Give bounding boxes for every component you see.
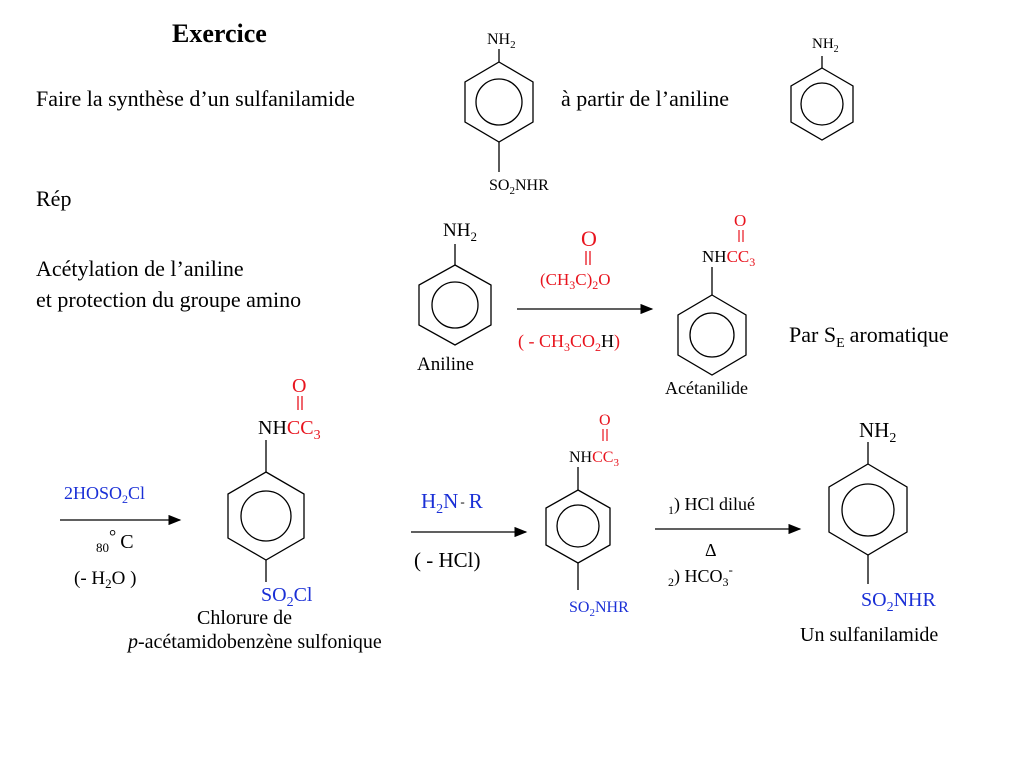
benzene-ring-inner — [800, 82, 844, 126]
amino-group: NH2 — [443, 220, 477, 244]
sulfonyl-chloride-group: SO2Cl — [261, 584, 313, 610]
acetyl-oxygen: O — [734, 211, 746, 230]
acetamido-group: NHCC3 — [569, 449, 619, 469]
step1-line2: et protection du groupe amino — [36, 287, 301, 312]
acetamido-group: NHCC3 — [258, 417, 321, 443]
carbonyl-oxygen: O — [581, 226, 597, 251]
question-text-start: Faire la synthèse d’un sulfanilamide — [36, 86, 355, 111]
benzene-ring-inner — [431, 281, 479, 329]
benzene-ring-inner — [689, 312, 735, 358]
acetanilide-label: Acétanilide — [665, 378, 748, 398]
sulfonamide-group: SO2NHR — [569, 599, 629, 619]
sulfanilamide-structure-question: NH2 SO2NHR — [464, 31, 549, 197]
sulfonamide-group: SO2NHR — [861, 589, 936, 615]
answer-label: Rép — [36, 186, 71, 211]
reagent-acetic-anhydride: O (CH3C)2O — [540, 226, 611, 292]
anhydride-formula: (CH3C)2O — [540, 270, 611, 292]
deprotection-step2: 2) HCO3- — [668, 562, 733, 589]
aniline-structure-question: NH2 — [790, 36, 854, 141]
aniline-structure: NH2 Aniline — [417, 220, 492, 375]
sulfanilamide-label: Un sulfanilamide — [800, 624, 938, 646]
question-text-end: à partir de l’aniline — [561, 86, 729, 111]
benzene-ring — [418, 264, 492, 346]
benzene-ring — [677, 294, 747, 376]
chlorure-label-line1: Chlorure de — [197, 607, 292, 629]
heat-symbol: Δ — [705, 540, 717, 560]
amino-group: NH2 — [487, 31, 516, 51]
benzene-ring — [545, 489, 611, 564]
acetyl-oxygen: O — [292, 375, 306, 397]
benzene-ring-inner — [475, 78, 523, 126]
amine-reagent: H2N-R — [421, 489, 483, 517]
chlorosulfonic-acid: 2HOSO2Cl — [64, 483, 145, 506]
sulfanilamide-product-structure: NH2 SO2NHR Un sulfanilamide — [800, 418, 938, 646]
chlorure-label-line2: p-acétamidobenzène sulfonique — [126, 631, 382, 653]
amino-group: NH2 — [859, 418, 896, 446]
acetyl-sulfonamide-structure: O NHCC3 SO2NHR — [545, 412, 629, 619]
page-title: Exercice — [172, 19, 267, 48]
aniline-label: Aniline — [417, 354, 474, 375]
byproduct-hcl: ( - HCl) — [414, 548, 481, 572]
deprotection-step1: 1) HCl dilué — [668, 494, 755, 517]
acetanilide-structure: O NHCC3​ Acétanilide — [665, 211, 755, 398]
benzene-ring — [227, 471, 305, 561]
acetyl-oxygen: O — [599, 412, 611, 429]
temperature: 80°C — [96, 526, 134, 555]
step1-line1: Acétylation de l’aniline — [36, 256, 244, 281]
acetamido-group: NHCC3​ — [702, 247, 755, 269]
benzene-ring — [828, 463, 908, 556]
benzene-ring — [464, 61, 534, 143]
benzene-ring-inner — [556, 504, 600, 548]
amino-group: NH2 — [812, 36, 839, 55]
sulfonyl-chloride-structure: O NHCC3 SO2Cl Chlorure de p-acétamidoben… — [126, 375, 382, 653]
byproduct-acetic-acid: ( - CH3CO2H) — [518, 331, 620, 354]
sulfonamide-group: SO2NHR — [489, 177, 549, 197]
byproduct-water: (- H2O ) — [74, 568, 136, 591]
benzene-ring — [790, 67, 854, 141]
benzene-ring-inner — [841, 483, 895, 537]
benzene-ring-inner — [240, 490, 292, 542]
